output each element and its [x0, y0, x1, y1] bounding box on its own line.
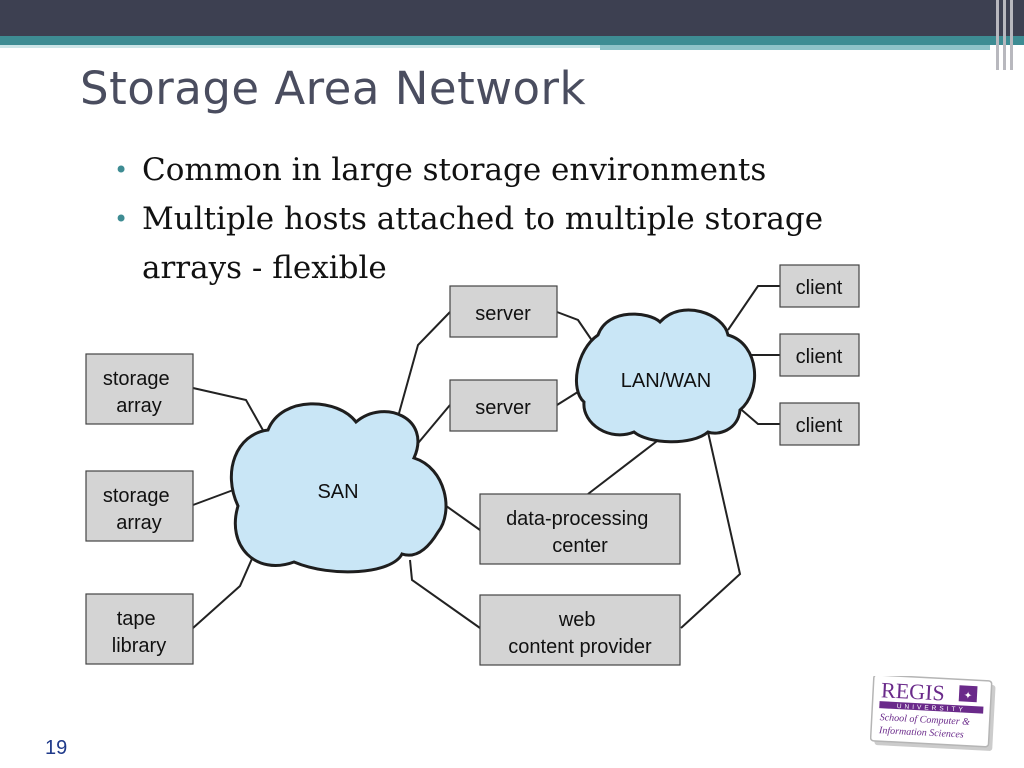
decor-line	[996, 0, 999, 70]
logo-shield-icon	[958, 685, 978, 703]
client-box	[779, 333, 860, 377]
bullet-dot-icon: •	[114, 156, 129, 184]
client-label: client	[796, 415, 843, 437]
san-cloud	[229, 402, 448, 574]
client-label: client	[796, 346, 843, 368]
top-bar	[0, 0, 1024, 36]
tape-library-box	[85, 593, 194, 665]
client-box	[779, 264, 860, 308]
bullet-dot-icon: •	[114, 205, 129, 233]
accent-stripe-light	[0, 45, 600, 48]
data-processing-center-label: data-processing center	[506, 508, 654, 557]
slide-title: Storage Area Network	[80, 62, 587, 115]
regis-university-logo: REGIS ✦ UNIVERSITY School of Computer & …	[870, 676, 996, 751]
lan-wan-label: LAN/WAN	[621, 370, 711, 392]
client-box	[779, 402, 860, 446]
lan-wan-cloud	[575, 308, 757, 444]
bullet-list: • Common in large storage environments • M…	[112, 146, 912, 293]
storage-array-label: storage array	[103, 485, 175, 534]
bullet-item: • Common in large storage environments	[112, 146, 912, 195]
bullet-text: Common in large storage environments	[142, 152, 767, 188]
client-label: client	[796, 277, 843, 299]
san-label: SAN	[317, 481, 358, 503]
logo-line: School of Computer &	[879, 712, 970, 728]
server-label: server	[475, 303, 531, 325]
storage-array-box	[85, 353, 194, 425]
web-content-provider-box	[479, 594, 681, 666]
svg-text:✦: ✦	[963, 691, 972, 702]
web-content-provider-label: web content provider	[508, 609, 652, 658]
decor-line	[1010, 0, 1013, 70]
bullet-text: Multiple hosts attached to multiple stor…	[142, 201, 824, 286]
logo-name: REGIS	[881, 677, 946, 705]
decor-line	[1003, 0, 1006, 70]
page-number: 19	[45, 737, 68, 759]
accent-stripe	[0, 36, 1024, 45]
storage-array-label: storage array	[103, 368, 175, 417]
server-box	[449, 379, 558, 432]
bullet-item: • Multiple hosts attached to multiple sto…	[112, 195, 912, 293]
logo-subtitle: UNIVERSITY	[897, 703, 966, 714]
tape-library-label: tape library	[112, 608, 166, 657]
server-label: server	[475, 397, 531, 419]
server-box	[449, 285, 558, 338]
logo-line: Information Sciences	[878, 725, 964, 740]
data-processing-center-box	[479, 493, 681, 565]
accent-stripe-mid	[600, 45, 990, 50]
storage-array-box	[85, 470, 194, 542]
